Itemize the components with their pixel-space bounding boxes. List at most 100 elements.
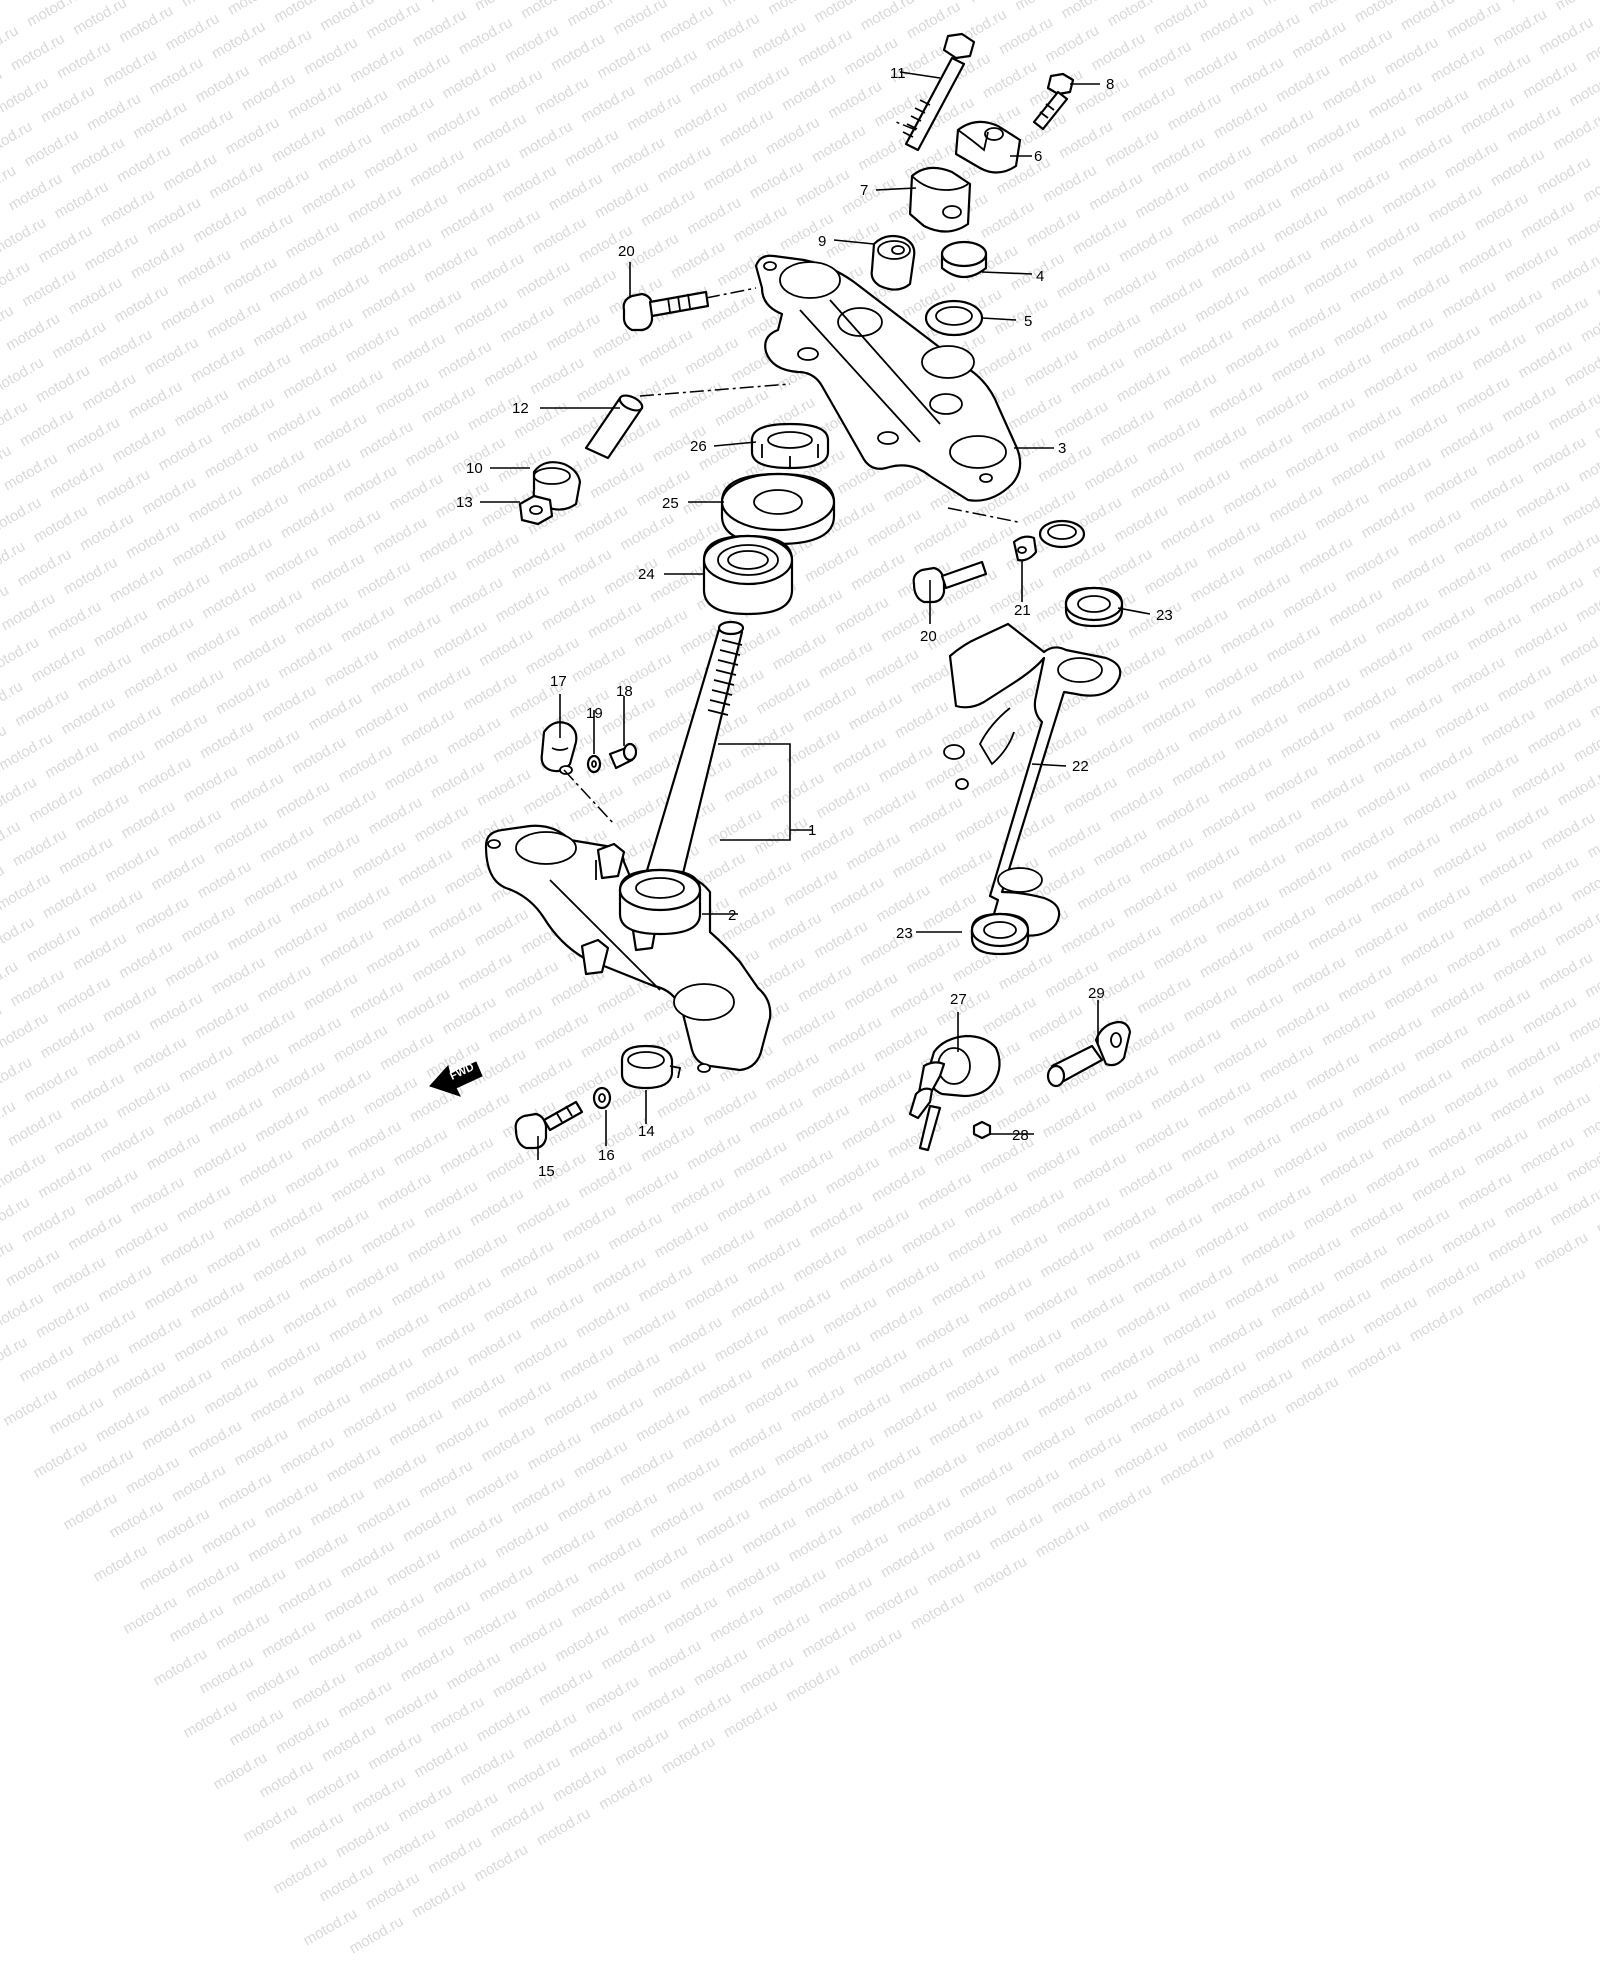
watermark-text: motod.ru [1018,1270,1095,1332]
callout-21: 21 [1014,602,1031,619]
watermark-text: motod.ru [1046,1461,1123,1523]
watermark-text: motod.ru [939,1350,1016,1412]
watermark-text: motod.ru [406,1865,483,1927]
watermark-text: motod.ru [459,1454,536,1516]
watermark-text: motod.ru [270,1702,347,1764]
watermark-text: motod.ru [194,1642,271,1704]
watermark-text: motod.ru [0,1374,75,1436]
watermark-text: motod.ru [535,1514,612,1576]
part-23-upper-grommet [1066,588,1122,626]
watermark-text: motod.ru [598,1478,675,1540]
part-12-pin [586,392,644,458]
watermark-text: motod.ru [136,1398,213,1460]
watermark-text: motod.ru [551,1470,628,1532]
watermark-text: motod.ru [750,1597,827,1659]
watermark-text: motod.ru [649,1206,726,1268]
watermark-text: motod.ru [334,1526,411,1588]
watermark-text: motod.ru [769,1414,846,1476]
watermark-text: motod.ru [829,1517,906,1579]
watermark-text: motod.ru [383,1394,460,1456]
watermark-text: motod.ru [972,1262,1049,1324]
part-6-clamp-cap [956,122,1020,173]
part-14-clamp [622,1046,680,1088]
watermark-text: motod.ru [986,1357,1063,1419]
watermark-text: motod.ru [1048,1321,1125,1383]
watermark-text: motod.ru [196,1502,273,1564]
watermark-text: motod.ru [106,1346,183,1408]
watermark-text: motod.ru [182,1406,259,1468]
watermark-text: motod.ru [909,1298,986,1360]
watermark-text: motod.ru [316,1710,393,1772]
watermark-text: motod.ru [734,1641,811,1703]
part-19-washer [588,756,600,772]
callout-5: 5 [1024,313,1032,330]
watermark-text: motod.ru [1357,1281,1434,1343]
watermark-text: motod.ru [799,1465,876,1527]
watermark-text: motod.ru [1108,1425,1185,1487]
watermark-text: motod.ru [540,1234,617,1296]
watermark-text: motod.ru [921,1533,998,1595]
watermark-text: motod.ru [461,1314,538,1376]
watermark-text: motod.ru [46,1242,123,1304]
callout-3: 3 [1058,440,1066,457]
watermark-text: motod.ru [242,1510,319,1572]
watermark-text: motod.ru [108,1206,185,1268]
callout-27: 27 [950,991,967,1008]
watermark-text: motod.ru [323,1290,400,1352]
watermark-text: motod.ru [565,1566,642,1628]
watermark-text: motod.ru [983,1497,1060,1559]
watermark-text: motod.ru [923,1393,1000,1455]
callout-12: 12 [512,400,529,417]
watermark-text: motod.ru [503,1602,580,1664]
watermark-text: motod.ru [207,1738,284,1800]
watermark-text: motod.ru [833,1238,910,1300]
callout-17: 17 [550,673,567,690]
watermark-text: motod.ru [330,1805,407,1867]
watermark-text: motod.ru [1092,1469,1169,1531]
watermark-text: motod.ru [422,1821,499,1883]
watermark-text: motod.ru [584,1382,661,1444]
watermark-text: motod.ru [1219,1257,1296,1319]
watermark-text: motod.ru [688,1633,765,1695]
watermark-text: motod.ru [411,1586,488,1648]
watermark-text: motod.ru [247,1230,324,1292]
watermark-text: motod.ru [988,1218,1065,1280]
watermark-text: motod.ru [166,1450,243,1512]
watermark-text: motod.ru [625,1669,702,1731]
watermark-text: motod.ru [489,1506,566,1568]
watermark-text: motod.ru [212,1458,289,1520]
watermark-text: motod.ru [122,1302,199,1364]
callout-23-lower: 23 [896,925,913,942]
part-21-clamp [1014,537,1036,561]
callout-20-upper: 20 [618,243,635,260]
watermark-text: motod.ru [521,1418,598,1480]
watermark-text: motod.ru [1327,1229,1404,1291]
watermark-text: motod.ru [240,1650,317,1712]
watermark-text: motod.ru [845,1473,922,1535]
watermark-text: motod.ru [443,1498,520,1560]
watermark-text: motod.ru [201,1222,278,1284]
callout-16: 16 [598,1147,615,1164]
watermark-text: motod.ru [429,1402,506,1464]
watermark-text: motod.ru [1143,1198,1220,1260]
watermark-text: motod.ru [755,1318,832,1380]
watermark-text: motod.ru [198,1362,275,1424]
watermark-text: motod.ru [905,1577,982,1639]
watermark-text: motod.ru [549,1609,626,1671]
watermark-text: motod.ru [231,1274,308,1336]
watermark-text: motod.ru [609,1713,686,1775]
watermark-text: motod.ru [644,1486,721,1548]
watermark-text: motod.ru [60,1338,137,1400]
watermark-text: motod.ru [1295,1317,1372,1379]
watermark-text: motod.ru [628,1530,705,1592]
watermark-text: motod.ru [785,1370,862,1432]
watermark-text: motod.ru [378,1674,455,1736]
watermark-text: motod.ru [147,1634,224,1696]
part-23-upper-grommet-small [1040,521,1084,547]
part-7-handlebar-holder [910,168,970,232]
watermark-text: motod.ru [1341,1325,1418,1387]
watermark-text: motod.ru [297,1893,374,1955]
watermark-text: motod.ru [475,1410,552,1472]
callout-1: 1 [808,822,816,839]
watermark-text: motod.ru [859,1569,936,1631]
